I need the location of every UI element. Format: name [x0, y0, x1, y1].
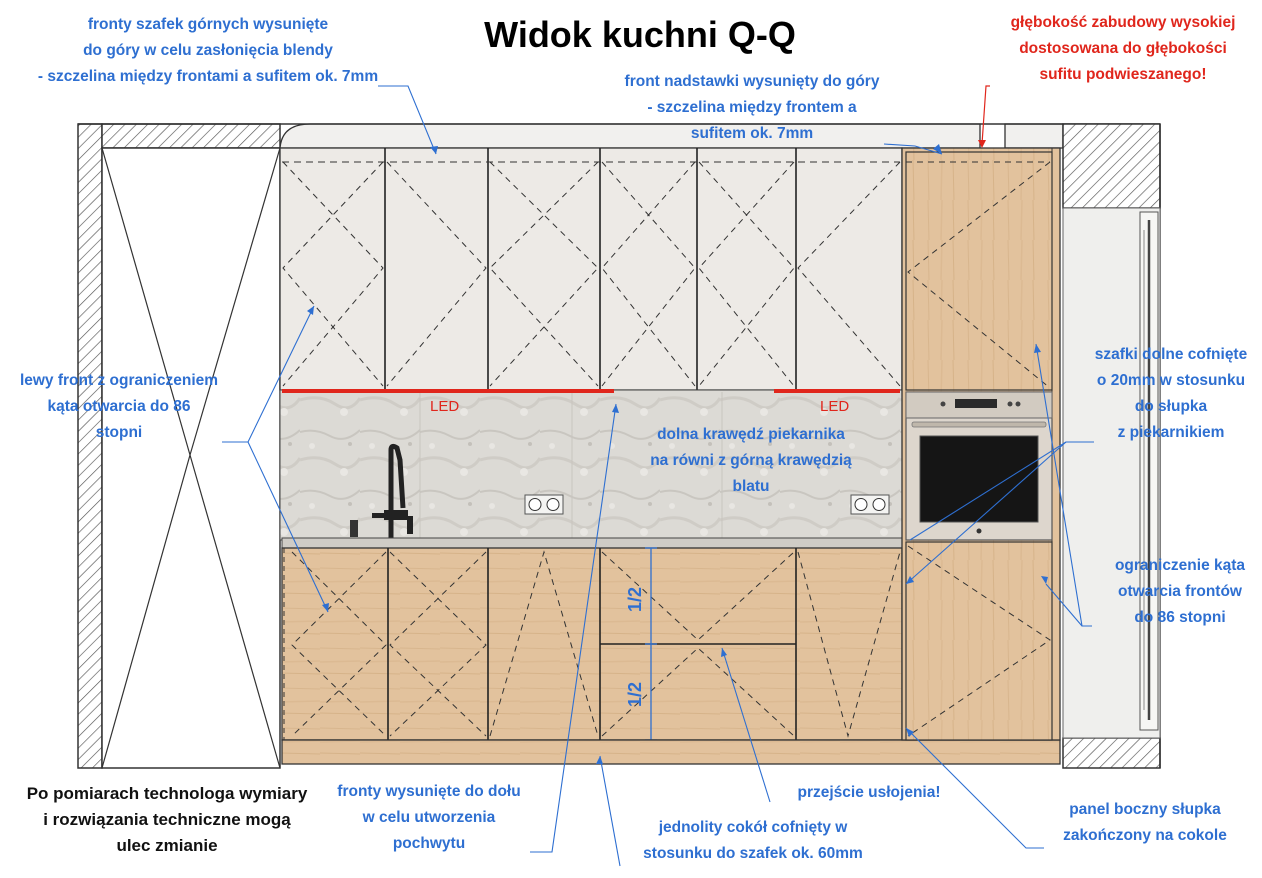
annotation-leaders — [222, 85, 1094, 867]
oven-icon — [905, 391, 1053, 541]
note-top-front: front nadstawki wysunięty do góry - szcz… — [624, 73, 880, 142]
half-label-bottom: 1/2 — [625, 682, 645, 707]
warning-leader — [978, 85, 990, 148]
fridge-icon — [1062, 207, 1161, 739]
note-limit-angle: ograniczenie kąta otwarcia frontów do 86… — [1114, 557, 1246, 626]
note-side-panel: panel boczny słupka zakończony na cokole — [1063, 801, 1227, 844]
note-fronts-down: fronty wysunięte do dołu w celu utworzen… — [337, 783, 521, 852]
note-left-front: lewy front z ograniczeniem kąta otwarcia… — [19, 372, 219, 441]
note-lower-recessed: szafki dolne cofnięte o 20mm w stosunku … — [1094, 346, 1248, 441]
left-wall — [77, 123, 281, 769]
note-plinth: jednolity cokół cofnięty w stosunku do s… — [643, 819, 863, 862]
right-wall — [1062, 123, 1161, 769]
led-label-left: LED — [430, 398, 460, 415]
half-dimension-labels: 1/2 1/2 — [625, 587, 645, 707]
note-technologist: Po pomiarach technologa wymiary i rozwią… — [26, 784, 308, 855]
half-label-top: 1/2 — [625, 587, 645, 612]
note-depth-warning: głębokość zabudowy wysokiej dostosowana … — [1010, 14, 1236, 83]
socket-icon — [524, 494, 890, 515]
note-grain: przejście usłojenia! — [797, 784, 941, 801]
ceiling-soffit — [78, 123, 1160, 149]
note-upper-fronts: fronty szafek górnych wysunięte do góry … — [37, 16, 379, 85]
plinth — [281, 739, 1061, 765]
note-oven-edge: dolna krawędź piekarnika na równi z górn… — [650, 426, 852, 495]
page-title: Widok kuchni Q-Q — [484, 14, 796, 55]
upper-cabinets — [279, 147, 903, 391]
annotation-arrowheads — [307, 144, 1048, 764]
faucet-icon — [350, 443, 413, 538]
lower-cabinets — [281, 547, 903, 741]
countertop — [281, 537, 903, 549]
led-label-right: LED — [820, 398, 850, 415]
